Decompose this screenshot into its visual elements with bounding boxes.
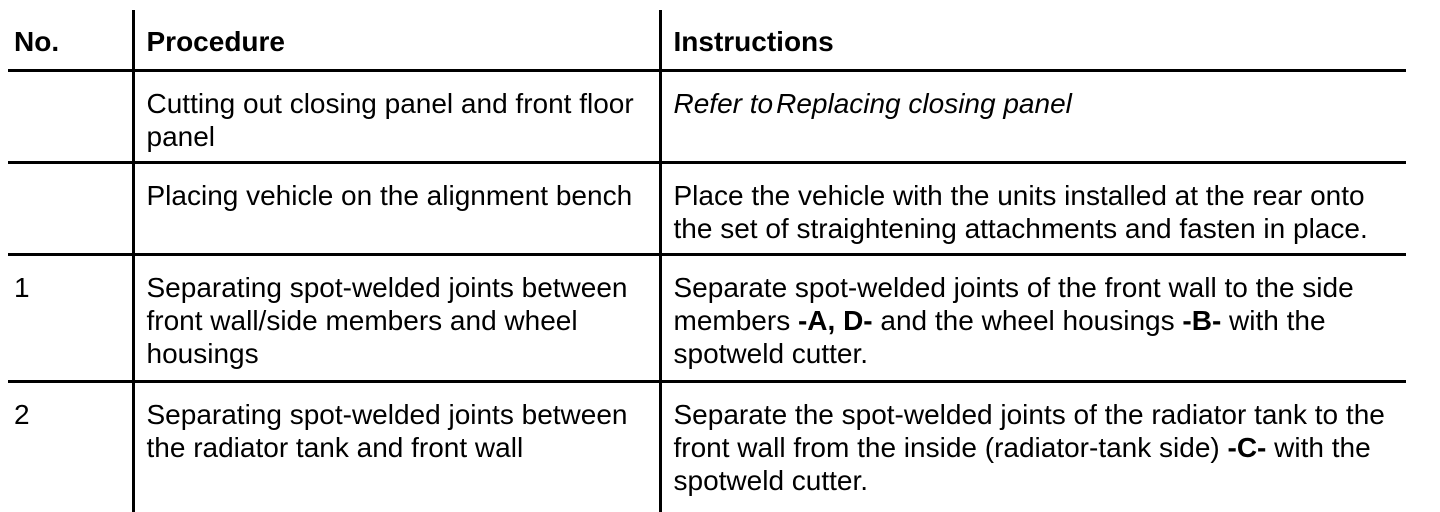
reference-text: Replacing closing panel — [776, 87, 1072, 119]
table-row: 2 Separating spot-welded joints between … — [8, 381, 1406, 512]
cell-procedure: Placing vehicle on the alignment bench — [131, 162, 660, 256]
text-segment: with the spotweld cutter. — [673, 431, 1371, 496]
cell-no — [8, 70, 133, 164]
column-header-no: No. — [8, 10, 133, 72]
cell-procedure: Cutting out closing panel and front floo… — [131, 70, 660, 164]
table-row: 1 Separating spot-welded joints between … — [8, 254, 1406, 383]
column-header-instructions: Instructions — [658, 10, 1406, 72]
reference-text: Refer to — [673, 87, 774, 119]
text-segment: Separating spot-welded joints between th… — [146, 398, 628, 463]
cell-instructions: Separate the spot-welded joints of the r… — [658, 381, 1406, 512]
table-header-row: No. Procedure Instructions — [8, 10, 1406, 72]
procedure-table: No. Procedure Instructions Cutting out c… — [8, 10, 1406, 512]
column-header-procedure: Procedure — [131, 10, 660, 72]
cell-no — [8, 162, 133, 256]
emphasis-label: -C- — [1227, 431, 1267, 463]
cell-instructions: Separate spot-welded joints of the front… — [658, 254, 1406, 383]
emphasis-label: -A, D- — [797, 304, 873, 336]
cell-no: 1 — [8, 254, 133, 383]
cell-instructions: Place the vehicle with the units install… — [658, 162, 1406, 256]
text-segment: Separating spot-welded joints between fr… — [146, 271, 628, 369]
emphasis-label: -B- — [1182, 304, 1222, 336]
text-segment: and the wheel housings — [872, 304, 1183, 336]
text-segment: Cutting out closing panel and front floo… — [146, 87, 634, 152]
table-row: Placing vehicle on the alignment bench P… — [8, 162, 1406, 256]
text-segment: Separate the spot-welded joints of the r… — [673, 398, 1385, 463]
text-segment: Place the vehicle with the units install… — [673, 179, 1368, 244]
text-segment: Separate spot-welded joints of the front… — [673, 271, 1354, 336]
table-row: Cutting out closing panel and front floo… — [8, 70, 1406, 164]
text-segment: Placing vehicle on the alignment bench — [146, 179, 633, 211]
text-segment: with the spotweld cutter. — [673, 304, 1326, 369]
cell-no: 2 — [14, 398, 30, 430]
cell-procedure: Separating spot-welded joints between th… — [131, 381, 660, 512]
cell-procedure: Separating spot-welded joints between fr… — [131, 254, 660, 383]
